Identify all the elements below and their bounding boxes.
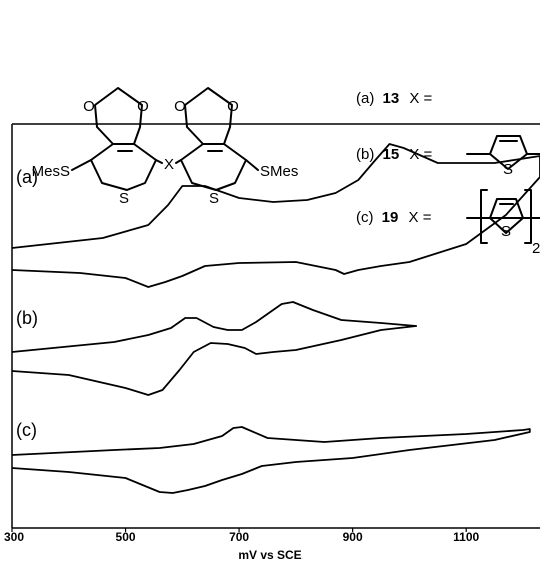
- trace-label-c: (c): [16, 420, 37, 440]
- cv-traces: [11, 143, 540, 494]
- x-tick-label: 1100: [453, 530, 479, 544]
- x-tick-label: 300: [4, 530, 24, 544]
- bithiophene-subscript: 2: [532, 240, 540, 257]
- x-axis-ticks: 300 500 700 900 1100: [4, 528, 480, 544]
- cv-trace-a: [11, 143, 540, 288]
- x-axis-label: mV vs SCE: [238, 548, 301, 561]
- x-bond-right: [175, 159, 182, 164]
- cv-chart: 300 500 700 900 1100 mV vs SCE (a) (b) (c): [4, 123, 540, 561]
- right-substituent: SMes: [260, 163, 298, 180]
- right-oxygen-top: O: [174, 98, 186, 115]
- left-dioxane-ring: [94, 87, 143, 145]
- right-s-bond: [245, 159, 259, 171]
- bithiophene-c-diagram: S 2: [466, 189, 540, 257]
- left-substituent: MesS: [32, 163, 70, 180]
- right-dioxane-ring: [184, 87, 233, 145]
- x-tick-label: 500: [116, 530, 136, 544]
- right-thiophene-ring: [180, 143, 247, 191]
- compound-legend: (a) 13 X = (b) 15 X = S (c) 19 X =: [356, 90, 540, 257]
- x-bond-left: [155, 159, 163, 164]
- trace-label-a: (a): [16, 167, 38, 187]
- structure-diagram: O O O O S S MesS SMes X: [32, 87, 298, 207]
- right-sulfur: S: [209, 190, 219, 207]
- left-sulfur: S: [119, 190, 129, 207]
- left-thiophene-ring: [90, 143, 157, 191]
- left-s-bond: [71, 159, 92, 171]
- plot-frame-lines: [11, 123, 540, 529]
- linker-x: X: [164, 156, 174, 173]
- compound-c-label: (c) 19 X =: [356, 209, 432, 226]
- right-oxygen-bottom: O: [227, 98, 239, 115]
- trace-label-b: (b): [16, 308, 38, 328]
- svg-text:S: S: [501, 223, 511, 240]
- left-oxygen-bottom: O: [137, 98, 149, 115]
- left-oxygen-top: O: [83, 98, 95, 115]
- cv-trace-c: [11, 426, 531, 494]
- compound-a-label: (a) 13 X =: [356, 90, 433, 107]
- compound-b-label: (b) 15 X =: [356, 146, 433, 163]
- x-tick-label: 900: [343, 530, 363, 544]
- x-tick-label: 700: [229, 530, 249, 544]
- cv-trace-b: [11, 301, 418, 396]
- svg-text:S: S: [503, 161, 513, 178]
